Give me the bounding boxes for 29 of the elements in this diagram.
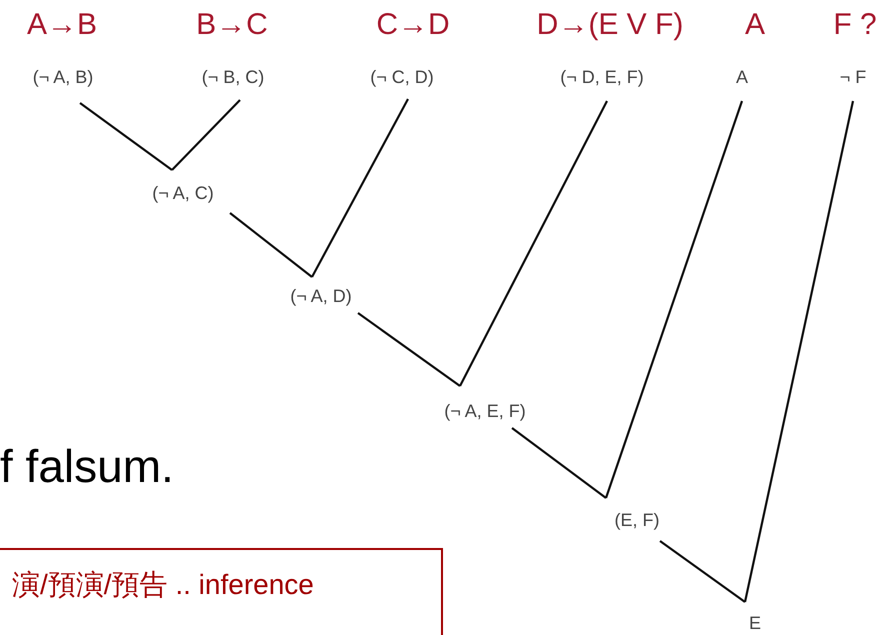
clause-label: (¬ A, C) <box>152 182 214 204</box>
formula-heading: C→D <box>376 8 450 42</box>
connector-line <box>744 100 854 602</box>
clause-label: (¬ A, E, F) <box>444 400 526 422</box>
connector-line <box>357 312 461 387</box>
clause-label: (¬ D, E, F) <box>560 66 644 88</box>
connector-line <box>659 540 746 603</box>
clause-label: ¬ F <box>840 66 866 88</box>
clause-label: (¬ C, D) <box>370 66 434 88</box>
formula-heading: A <box>745 8 765 42</box>
connector-line <box>171 99 241 171</box>
clause-label: E <box>749 612 761 634</box>
clause-label: (¬ B, C) <box>202 66 264 88</box>
formula-heading: B→C <box>196 8 268 42</box>
formula-heading: A→B <box>26 8 98 42</box>
connector-line <box>311 98 409 278</box>
body-text: f falsum. <box>0 440 174 492</box>
clause-label: (¬ A, D) <box>290 285 352 307</box>
connector-line <box>459 100 608 386</box>
connector-line <box>604 100 744 498</box>
connector-line <box>511 427 607 499</box>
formula-heading: D→(E V F) <box>536 8 684 42</box>
clause-label: (¬ A, B) <box>32 66 94 88</box>
connector-line <box>229 212 313 278</box>
connector-line <box>79 102 173 171</box>
clause-label: (E, F) <box>614 509 660 531</box>
note-box: 演/預演/預告 .. inference <box>0 548 443 635</box>
formula-heading: F ? <box>833 8 877 42</box>
clause-label: A <box>736 66 748 88</box>
